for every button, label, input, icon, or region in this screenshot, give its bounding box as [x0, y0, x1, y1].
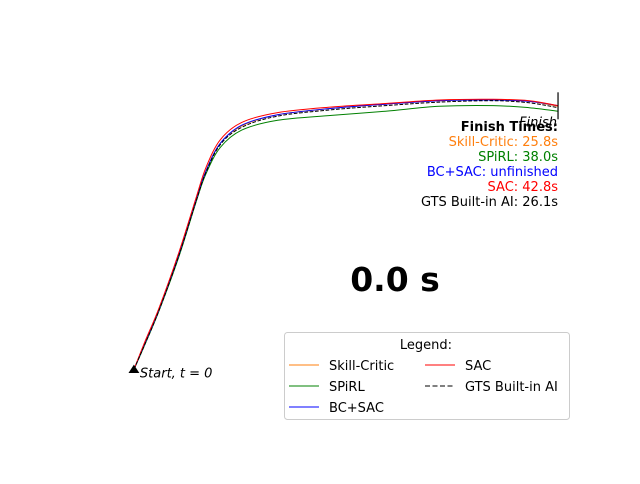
legend-label: Skill-Critic [329, 359, 394, 374]
legend-title: Legend: [400, 338, 452, 353]
finish-time-entry: SAC: 42.8s [488, 180, 559, 195]
timer-readout: 0.0 s [350, 260, 440, 299]
legend-frame [284, 332, 570, 420]
series-line-spirl [133, 104, 559, 370]
finish-times-header: Finish Times: [461, 120, 558, 135]
finish-label: Finish [519, 115, 557, 130]
legend-label: SPiRL [329, 380, 365, 395]
series-layer [133, 98, 559, 370]
finish-time-entry: Skill-Critic: 25.8s [449, 135, 559, 150]
series-line-sac [133, 98, 559, 370]
legend-label: SAC [465, 359, 491, 374]
finish-time-entry: BC+SAC: unfinished [427, 165, 558, 180]
legend-label: GTS Built-in AI [465, 380, 558, 395]
marker-layer [128, 92, 559, 373]
legend-label: BC+SAC [329, 401, 384, 416]
start-label: Start, t = 0 [140, 367, 213, 382]
series-line-gts-built-in-ai [133, 100, 559, 370]
start-marker [128, 364, 140, 373]
finish-time-entry: GTS Built-in AI: 26.1s [421, 195, 558, 210]
finish-time-entry: SPiRL: 38.0s [478, 150, 558, 165]
